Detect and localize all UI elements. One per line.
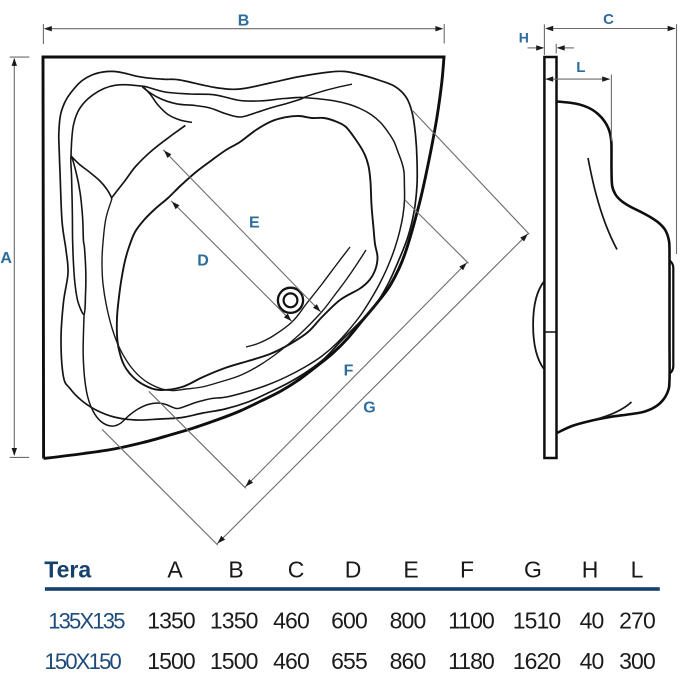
svg-text:150X150: 150X150 — [45, 649, 122, 674]
svg-text:B: B — [238, 13, 250, 30]
svg-text:F: F — [460, 557, 474, 583]
svg-text:G: G — [524, 557, 542, 583]
svg-text:1500: 1500 — [147, 648, 195, 674]
svg-text:1510: 1510 — [513, 608, 561, 634]
svg-text:B: B — [228, 557, 243, 583]
svg-text:Tera: Tera — [44, 557, 91, 583]
svg-text:C: C — [288, 557, 305, 583]
svg-text:270: 270 — [619, 608, 655, 634]
svg-text:1350: 1350 — [210, 608, 258, 634]
svg-text:D: D — [197, 253, 209, 270]
svg-text:600: 600 — [331, 608, 367, 634]
svg-text:300: 300 — [619, 648, 655, 674]
svg-text:E: E — [403, 557, 418, 583]
svg-text:860: 860 — [390, 648, 426, 674]
svg-text:A: A — [0, 250, 12, 267]
svg-text:40: 40 — [580, 608, 604, 634]
svg-text:1100: 1100 — [448, 608, 494, 634]
svg-text:1180: 1180 — [448, 648, 494, 674]
svg-text:40: 40 — [580, 648, 604, 674]
svg-text:460: 460 — [273, 608, 309, 634]
svg-text:E: E — [249, 215, 260, 232]
svg-text:D: D — [345, 557, 362, 583]
svg-text:800: 800 — [390, 608, 426, 634]
svg-text:H: H — [582, 557, 599, 583]
svg-text:C: C — [603, 11, 614, 28]
svg-text:1350: 1350 — [147, 608, 195, 634]
svg-text:135X135: 135X135 — [48, 609, 125, 634]
svg-text:L: L — [631, 557, 644, 583]
svg-text:H: H — [519, 30, 529, 46]
svg-text:L: L — [576, 59, 585, 76]
svg-text:1500: 1500 — [210, 648, 258, 674]
svg-text:655: 655 — [331, 648, 367, 674]
svg-text:A: A — [167, 557, 183, 583]
svg-text:F: F — [344, 363, 354, 380]
svg-text:G: G — [363, 400, 375, 417]
svg-text:1620: 1620 — [513, 648, 561, 674]
svg-text:460: 460 — [273, 648, 309, 674]
